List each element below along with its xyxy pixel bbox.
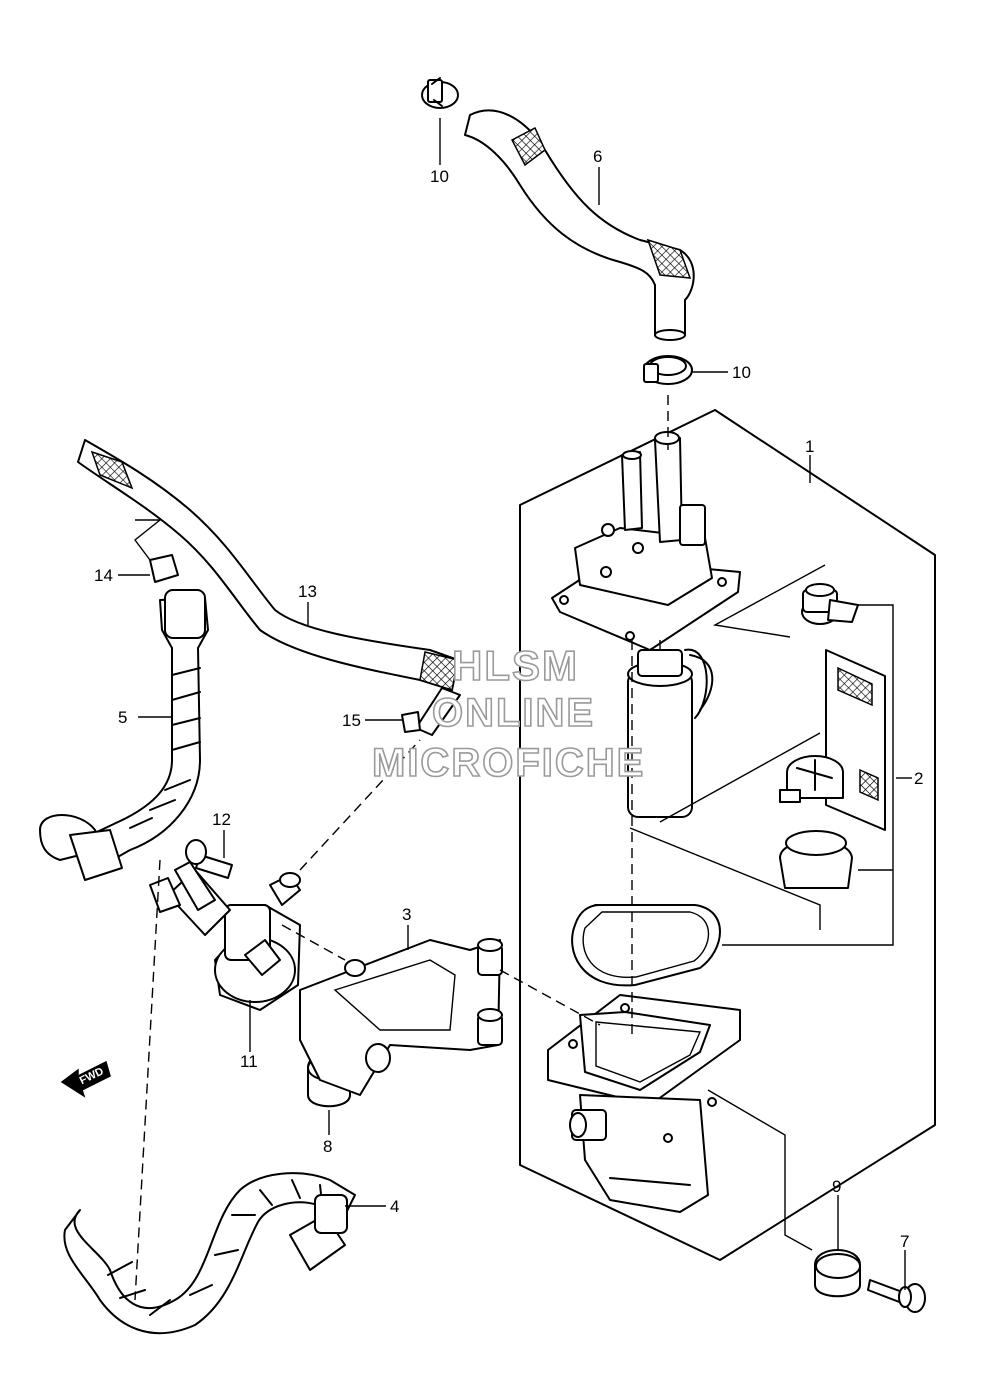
callout-4: 4 <box>390 1197 399 1216</box>
grommet-9 <box>814 1249 861 1298</box>
fuel-hose-5 <box>39 589 209 881</box>
fuel-hose-4 <box>63 1172 356 1335</box>
pump-holder <box>779 755 844 803</box>
leader-lines <box>118 118 912 1301</box>
fuel-hose-13 <box>77 439 461 736</box>
pump-bracket-cup <box>779 830 853 889</box>
fuel-pump-housing <box>547 994 741 1213</box>
callout-10-top: 10 <box>430 167 449 186</box>
mounting-bracket <box>299 938 503 1096</box>
assembly-outline <box>519 409 936 1261</box>
pressure-regulator <box>801 583 859 625</box>
callout-13: 13 <box>298 582 317 601</box>
callout-14: 14 <box>94 566 113 585</box>
hose-clamp-14 <box>149 554 179 583</box>
callout-6: 6 <box>593 147 602 166</box>
callout-2: 2 <box>914 769 923 788</box>
fwd-direction-badge: FWD <box>60 1060 111 1098</box>
arrow-left-icon <box>60 1060 111 1098</box>
watermark-line-2: ONLINE <box>432 691 595 735</box>
callout-9: 9 <box>832 1177 841 1196</box>
mounting-bolt-7 <box>867 1279 926 1313</box>
fuel-cock-valve <box>149 861 301 1011</box>
callout-10-middle: 10 <box>732 363 751 382</box>
callout-3: 3 <box>402 905 411 924</box>
o-ring-gasket <box>571 904 721 987</box>
fuel-filter <box>825 649 886 831</box>
watermark: HLSM ONLINE MICROFICHE <box>371 641 645 786</box>
callout-1: 1 <box>805 437 814 456</box>
pump-top-cap <box>551 431 741 651</box>
hose-clip-15 <box>401 711 421 733</box>
callout-15: 15 <box>342 711 361 730</box>
hose-clamp-top <box>421 77 459 109</box>
watermark-line-3: MICROFICHE <box>372 741 645 785</box>
callout-labels: 10 6 10 1 2 13 14 5 15 12 3 11 8 4 9 7 <box>94 147 923 1251</box>
fuel-pump-motor <box>627 640 714 818</box>
callout-11: 11 <box>240 1052 258 1071</box>
callout-8: 8 <box>323 1137 332 1156</box>
valve-bolt-12 <box>185 839 233 879</box>
callout-12: 12 <box>212 810 231 829</box>
callout-7: 7 <box>900 1232 909 1251</box>
watermark-line-1: HLSM <box>452 642 579 689</box>
hose-clamp-middle <box>643 355 693 385</box>
callout-5: 5 <box>118 708 127 727</box>
breather-hose <box>464 109 695 341</box>
